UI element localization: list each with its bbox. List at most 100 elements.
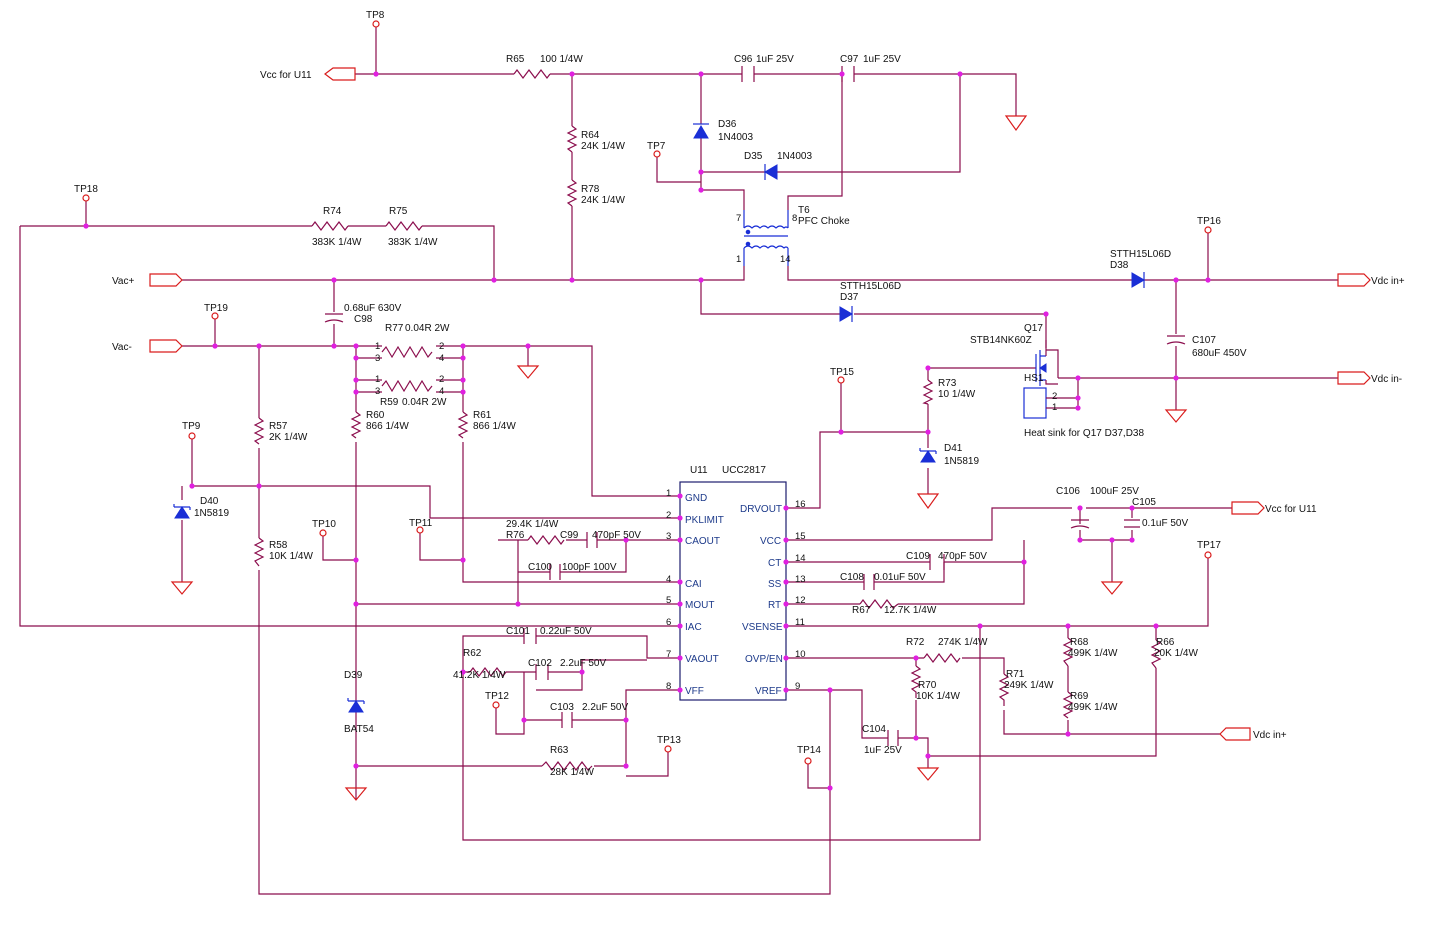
port-vcc-u11-right: Vcc for U11: [1265, 504, 1317, 515]
r71-value: 249K 1/4W: [1004, 680, 1054, 691]
c106-value: 100uF 25V: [1090, 486, 1139, 497]
hs1-pin-2: 2: [1052, 391, 1057, 402]
c107-ref: C107: [1192, 335, 1216, 346]
ic-u11: [679, 481, 787, 701]
u11-pin14-name: CT: [768, 558, 781, 569]
r65-value: 100 1/4W: [540, 54, 583, 65]
c107-value: 680uF 450V: [1192, 348, 1247, 359]
c97-value: 1uF 25V: [863, 54, 901, 65]
port-vdc-in-plus-top: Vdc in+: [1371, 276, 1405, 287]
r77-pin-3: 3: [375, 353, 380, 364]
u11-pin10-name: OVP/EN: [745, 654, 783, 665]
u11-pin3-num: 3: [666, 531, 671, 542]
d36-value: 1N4003: [718, 132, 753, 143]
u11-pin9-name: VREF: [755, 686, 782, 697]
port-vdc-in-plus-bottom: Vdc in+: [1253, 730, 1287, 741]
tp8-label: TP8: [366, 10, 385, 21]
q17-value: STB14NK60Z: [970, 335, 1032, 346]
r67-ref: R67: [852, 605, 871, 616]
u11-pin11-num: 11: [795, 617, 805, 628]
r57-value: 2K 1/4W: [269, 432, 308, 443]
c104-ref: C104: [862, 724, 886, 735]
c108-ref: C108: [840, 572, 864, 583]
junction-dots: [83, 71, 1211, 791]
hs1-ref: HS1: [1024, 373, 1044, 384]
u11-pin1-num: 1: [666, 488, 671, 499]
tp18-label: TP18: [74, 184, 98, 195]
r72-ref: R72: [906, 637, 925, 648]
c104-value: 1uF 25V: [864, 745, 902, 756]
d35-ref: D35: [744, 151, 763, 162]
resistor-symbols: [253, 69, 1162, 771]
t6-pin-14: 14: [780, 254, 791, 265]
c103-ref: C103: [550, 702, 574, 713]
r65-ref: R65: [506, 54, 525, 65]
c99-ref: C99: [560, 530, 579, 541]
r78-ref: R78: [581, 184, 600, 195]
c97-ref: C97: [840, 54, 859, 65]
u11-pin6-num: 6: [666, 617, 671, 628]
r70-ref: R70: [918, 680, 937, 691]
u11-pin13-name: SS: [768, 579, 782, 590]
d35-value: 1N4003: [777, 151, 812, 162]
r61-ref: R61: [473, 410, 492, 421]
c99-value: 470pF 50V: [592, 530, 641, 541]
u11-pin5-num: 5: [666, 595, 671, 606]
r75-ref: R75: [389, 206, 408, 217]
r75-value: 383K 1/4W: [388, 237, 438, 248]
mosfet-q17: [1035, 340, 1058, 386]
t6-value: PFC Choke: [798, 216, 850, 227]
wires: [19, 24, 1338, 895]
tp9-label: TP9: [182, 421, 201, 432]
c109-ref: C109: [906, 551, 930, 562]
r58-ref: R58: [269, 540, 288, 551]
r64-value: 24K 1/4W: [581, 141, 625, 152]
q17-ref: Q17: [1024, 323, 1043, 334]
u11-pin2-num: 2: [666, 510, 671, 521]
r77-ref: R77: [385, 323, 404, 334]
u11-pin11-name: VSENSE: [742, 622, 783, 633]
u11-pin16-num: 16: [795, 499, 806, 510]
tp12-label: TP12: [485, 691, 509, 702]
c102-value: 2.2uF 50V: [560, 658, 606, 669]
c100-ref: C100: [528, 562, 552, 573]
d41-ref: D41: [944, 443, 963, 454]
t6-ref: T6: [798, 205, 810, 216]
tp13-label: TP13: [657, 735, 681, 746]
r66-ref: R66: [1156, 637, 1175, 648]
d37-ref: D37: [840, 292, 859, 303]
tp10-label: TP10: [312, 519, 336, 530]
labels: TP8 TP7 TP18 TP16 TP19 TP15 TP9 TP10 TP1…: [74, 10, 1405, 778]
u11-pin7-name: VAOUT: [685, 654, 719, 665]
c105-ref: C105: [1132, 497, 1156, 508]
r62-value: 41.2K 1/4W: [453, 670, 506, 681]
u11-pin7-num: 7: [666, 649, 671, 660]
r71-ref: R71: [1006, 669, 1025, 680]
c103-value: 2.2uF 50V: [582, 702, 628, 713]
r64-ref: R64: [581, 130, 600, 141]
tp16-label: TP16: [1197, 216, 1221, 227]
d40-value: 1N5819: [194, 508, 229, 519]
ground-symbols: [170, 115, 1188, 801]
r78-value: 24K 1/4W: [581, 195, 625, 206]
d38-ref: D38: [1110, 260, 1129, 271]
t6-pin-1: 1: [736, 254, 741, 265]
u11-pin8-num: 8: [666, 681, 671, 692]
port-vac-minus: Vac-: [112, 342, 132, 353]
u11-pin10-num: 10: [795, 649, 806, 660]
capacitor-symbols: [324, 66, 1186, 746]
d39-ref: D39: [344, 670, 363, 681]
r61-value: 866 1/4W: [473, 421, 516, 432]
r62-ref: R62: [463, 648, 482, 659]
hs1-value: Heat sink for Q17 D37,D38: [1024, 428, 1144, 439]
u11-pin15-name: VCC: [760, 536, 781, 547]
r76-value: 29.4K 1/4W: [506, 519, 559, 530]
r67-value: 12.7K 1/4W: [884, 605, 937, 616]
testpoint-markers: [82, 20, 1212, 765]
u11-pin14-num: 14: [795, 553, 806, 564]
r68-ref: R68: [1070, 637, 1089, 648]
r57-ref: R57: [269, 421, 288, 432]
r72-value: 274K 1/4W: [938, 637, 988, 648]
c102-ref: C102: [528, 658, 552, 669]
